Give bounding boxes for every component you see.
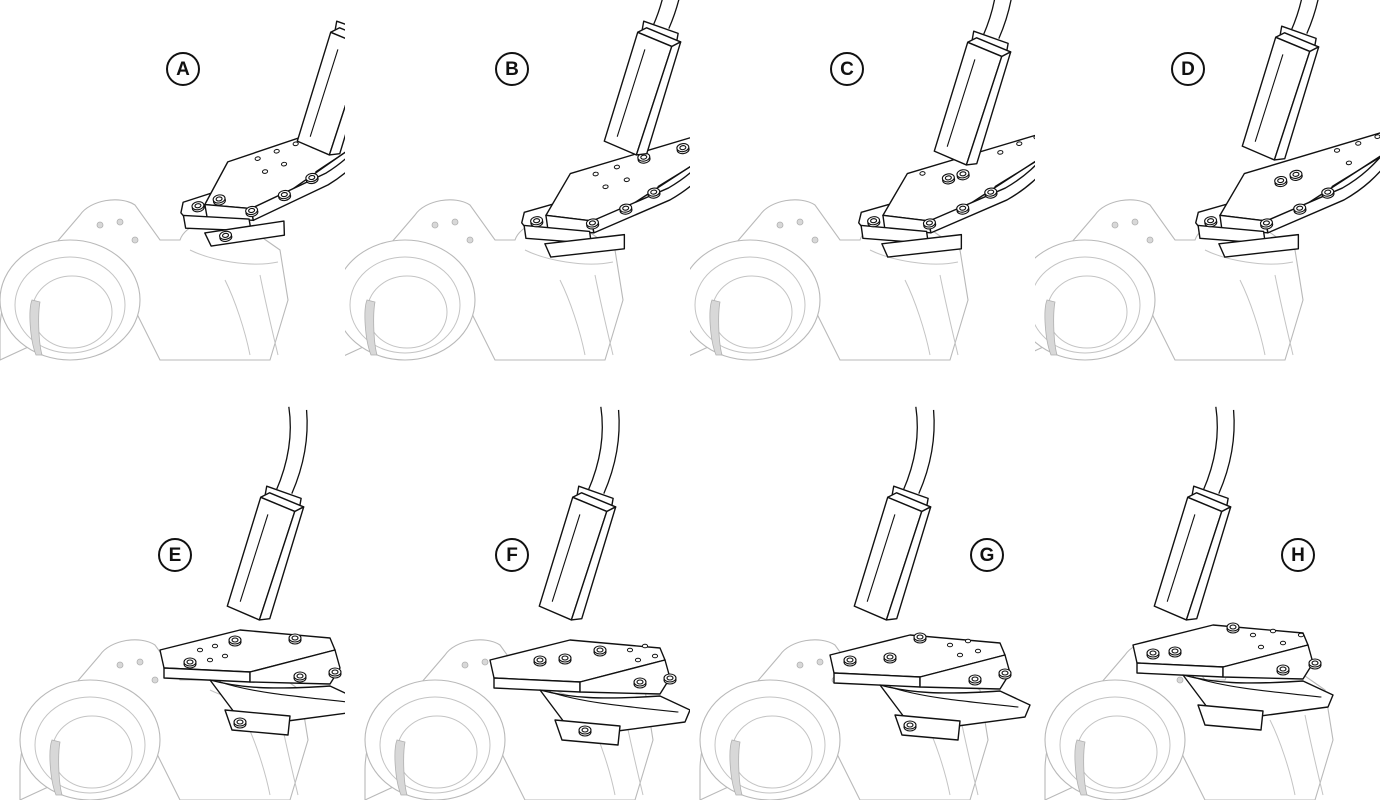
panel-label-d: D [1171,52,1205,86]
panel-label-e: E [158,538,192,572]
panel-a: A [0,0,345,400]
panel-g: G [690,400,1035,800]
panel-label-b: B [495,52,529,86]
panel-d-illustration [1035,0,1380,361]
panel-label-g: G [970,538,1004,572]
panel-label-f: F [495,538,529,572]
panel-c: C [690,0,1035,400]
panel-h: H [1035,400,1380,800]
panel-label-a: A [166,52,200,86]
panel-f: F [345,400,690,800]
panel-e: E [0,400,345,800]
panel-label-h: H [1281,538,1315,572]
panel-d: D [1035,0,1380,400]
panel-label-c: C [830,52,864,86]
panel-c-illustration [690,0,1035,361]
panel-f-illustration [364,401,690,800]
panel-b: B [345,0,690,400]
panel-e-illustration [19,401,345,800]
panel-h-illustration [1044,401,1334,800]
panel-g-illustration [699,401,1031,800]
